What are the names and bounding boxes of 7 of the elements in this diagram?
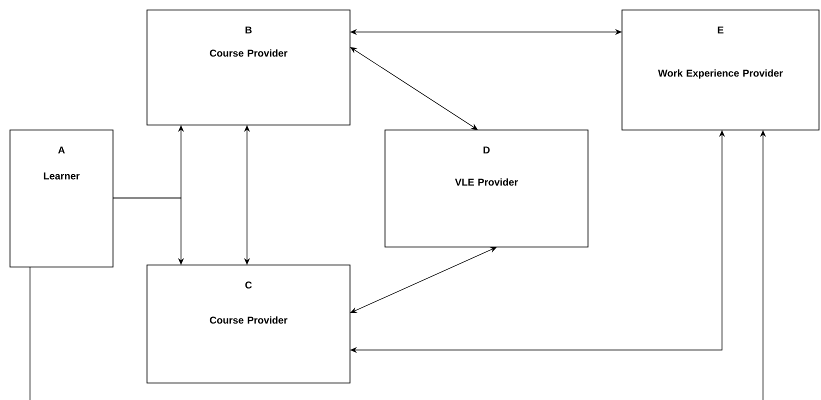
arrow (350, 47, 478, 130)
process-box: B Course Provider (146, 10, 350, 126)
process-box: C Course Provider (146, 264, 350, 384)
process-box: D VLE Provider (384, 130, 588, 248)
process-box: A Learner (10, 130, 114, 268)
process-box: E Work Experience Provider (622, 10, 820, 130)
arrow (350, 247, 497, 313)
